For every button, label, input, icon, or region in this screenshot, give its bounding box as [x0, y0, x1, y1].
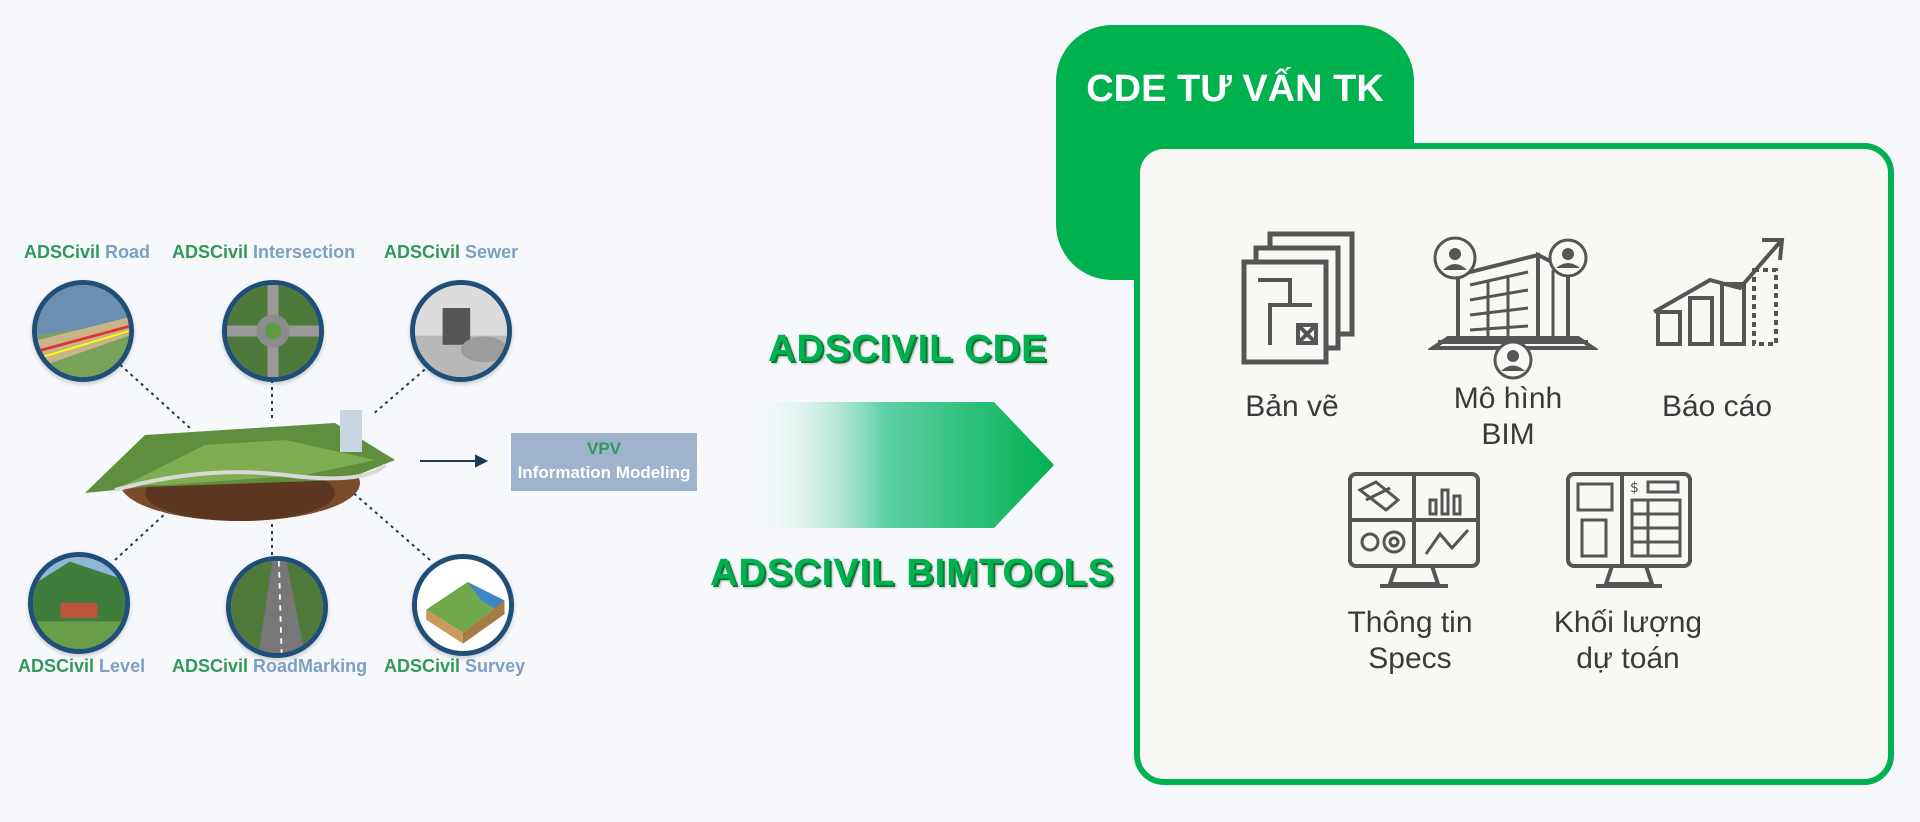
sewer-thumbnail: [410, 280, 512, 382]
information-modeling-label: Information Modeling: [517, 463, 691, 482]
module-label-sewer: ADSCivil Sewer: [384, 242, 519, 262]
drawings-icon: [1241, 231, 1355, 365]
quantity-label-line1: Khối lượng: [1553, 606, 1703, 639]
level-thumbnail: [28, 552, 130, 654]
flow-arrow: [744, 402, 1054, 528]
module-label-roadmarking: ADSCivil RoadMarking: [172, 656, 368, 676]
specs-label-line2: Specs: [1368, 642, 1452, 675]
arrow-to-vpv: [420, 454, 489, 468]
survey-thumbnail: [412, 554, 514, 656]
vpv-information-modeling-box: VPV Information Modeling: [511, 433, 697, 491]
reports-label: Báo cáo: [1661, 390, 1773, 423]
bim-model-label-line2: BIM: [1481, 418, 1535, 451]
roadmarking-thumbnail: [226, 556, 328, 658]
road-thumbnail: [32, 280, 134, 382]
drawings-label: Bản vẽ: [1245, 390, 1339, 423]
quantity-label-line2: dự toán: [1576, 642, 1680, 675]
module-label-intersection: ADSCivil Intersection: [172, 242, 356, 262]
vpv-label: VPV: [586, 439, 622, 458]
reports-icon: [1653, 238, 1785, 346]
specs-icon: [1348, 472, 1480, 588]
intersection-thumbnail: [222, 280, 324, 382]
module-label-level: ADSCivil Level: [18, 656, 146, 676]
cde-title: ADSCIVIL CDE: [768, 328, 1048, 370]
bim-model-icon: [1428, 236, 1598, 380]
terrain-model-image: [85, 410, 395, 521]
specs-label-line1: Thông tin: [1347, 606, 1473, 639]
bim-model-label-line1: Mô hình: [1453, 382, 1563, 415]
module-label-survey: ADSCivil Survey: [384, 656, 526, 676]
module-label-road: ADSCivil Road: [24, 242, 151, 262]
quantity-estimate-icon: $: [1566, 472, 1692, 588]
dollar-sign-icon: $: [1630, 480, 1639, 496]
bimtools-title: ADSCIVIL BIMTOOLS: [710, 552, 1115, 594]
cde-consulting-tab-title: CDE TƯ VẤN TK: [1086, 68, 1384, 110]
